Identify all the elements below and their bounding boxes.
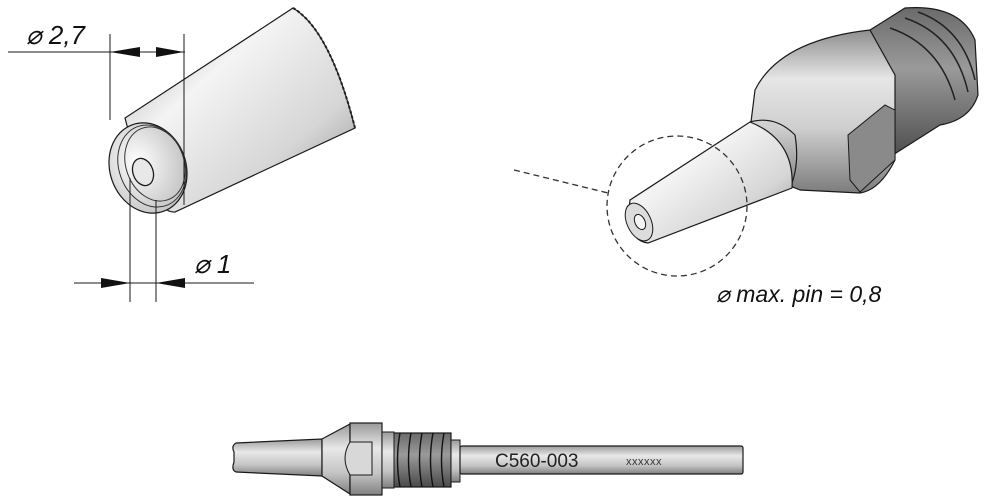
part-code: C560-003 (495, 451, 578, 472)
dimension-inner-diameter: ⌀ 1 (74, 178, 254, 302)
side-view: C560-003 xxxxxx (232, 422, 744, 496)
tip-ring-2 (124, 126, 186, 202)
inner-diameter-label: ⌀ 1 (194, 249, 231, 279)
outer-diameter-label: ⌀ 2,7 (26, 20, 87, 50)
tip-bore (131, 157, 155, 187)
hex-flat (847, 104, 896, 193)
tip-ring-1 (117, 124, 187, 208)
detail-leader-line (513, 169, 609, 194)
break-line (292, 7, 356, 129)
side-shaft (459, 445, 744, 475)
side-tip (232, 438, 323, 477)
part-serial: xxxxxx (626, 456, 662, 468)
detail-circle (606, 135, 748, 277)
isometric-view: ⌀ max. pin = 0,8 (513, 7, 979, 307)
thread-section (869, 7, 979, 162)
tip-detail-view: ⌀ 2,7 ⌀ 1 (8, 7, 356, 302)
dimension-outer-diameter: ⌀ 2,7 (8, 20, 185, 205)
max-pin-note: ⌀ max. pin = 0,8 (716, 281, 882, 307)
